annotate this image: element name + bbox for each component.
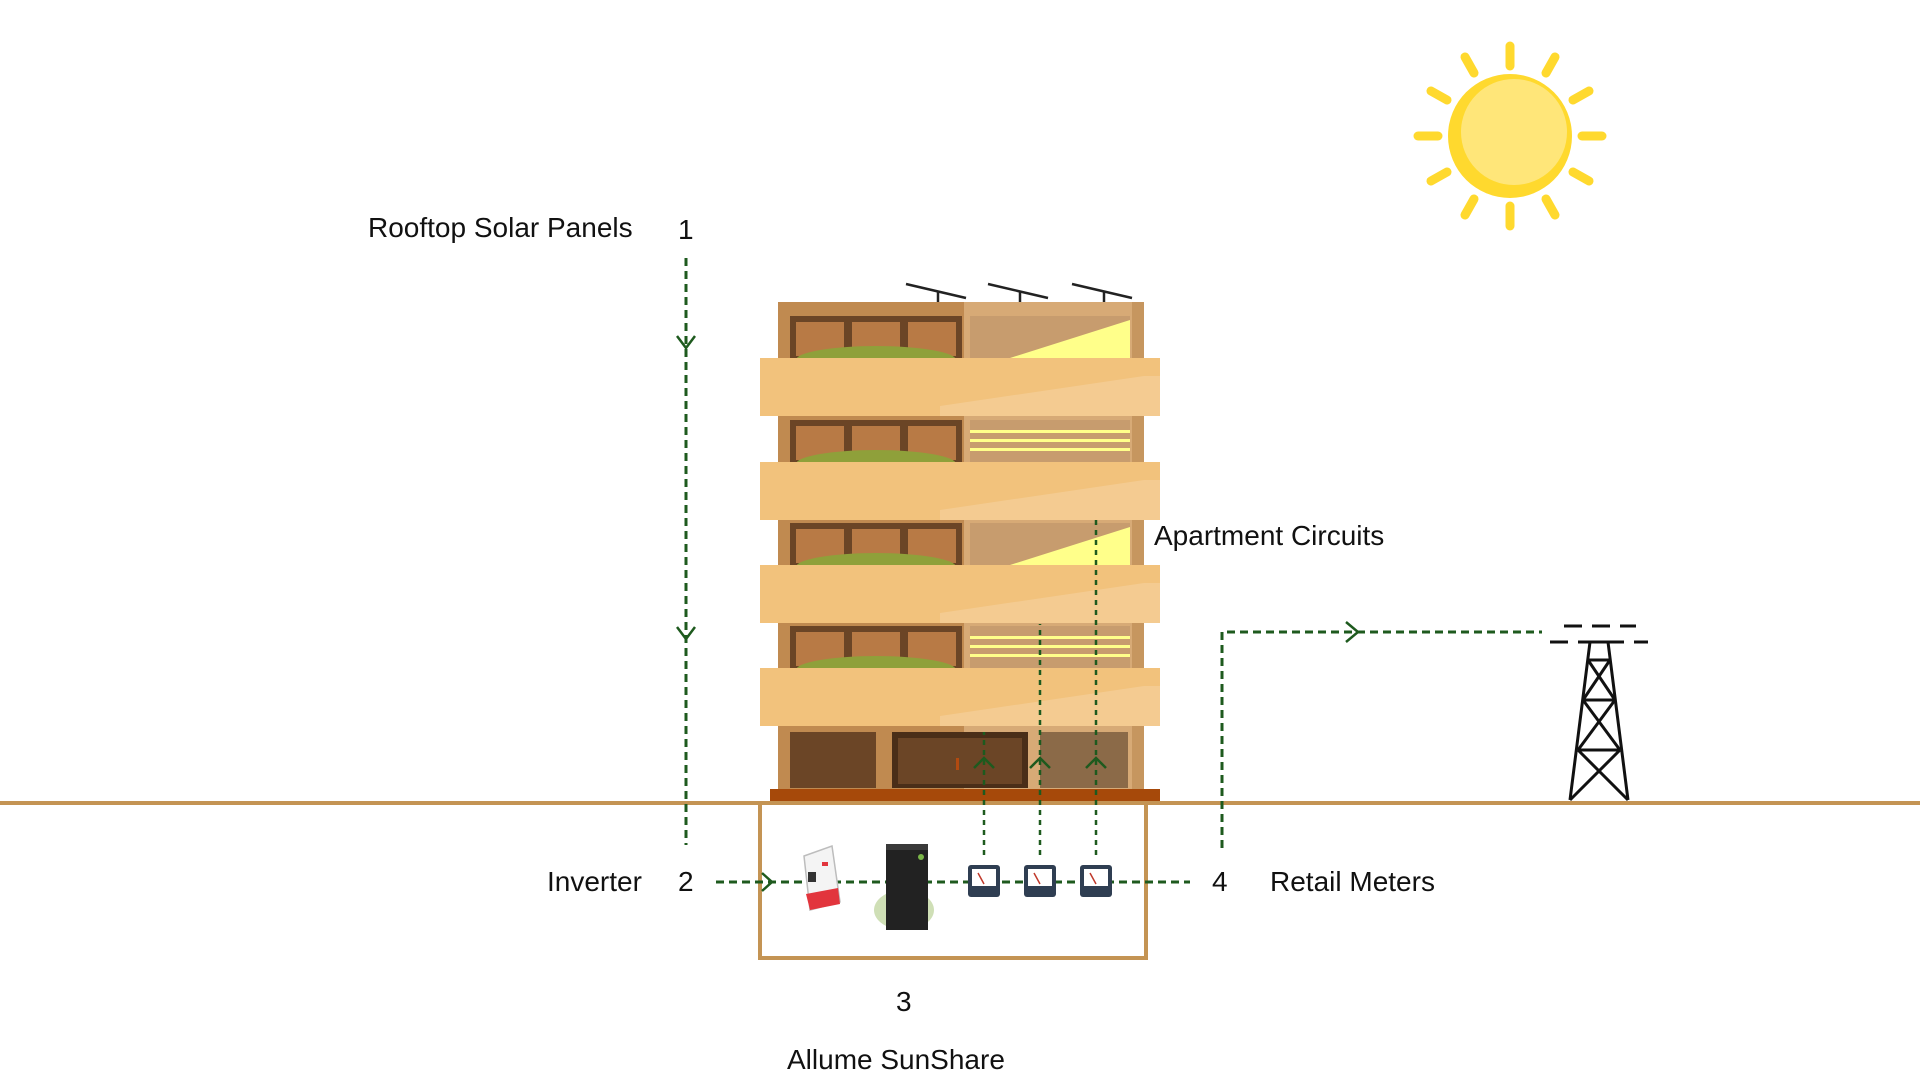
step-2-label: 2 — [678, 866, 694, 897]
apartment-circuits-label: Apartment Circuits — [1154, 520, 1385, 551]
meter-icon — [1024, 865, 1056, 897]
inverter-label: Inverter — [547, 866, 642, 897]
battery-icon — [874, 844, 934, 930]
step-1-label: 1 — [678, 214, 694, 245]
power-pylon-icon — [1550, 624, 1648, 802]
step-4-label: 4 — [1212, 866, 1228, 897]
meter-icon — [968, 865, 1000, 897]
grid-export-arrow — [1345, 621, 1360, 643]
allume-sunshare-label: Allume SunShare — [787, 1044, 1005, 1075]
circuit-flow-arrows — [973, 756, 1107, 769]
grid-export-line — [1220, 630, 1542, 848]
solar-panel-icon — [905, 282, 1133, 303]
apartment-building — [760, 302, 1160, 801]
retail-meters-label: Retail Meters — [1270, 866, 1435, 897]
meter-icon — [1080, 865, 1112, 897]
solar-flow-arrows — [676, 335, 696, 642]
inverter-icon — [803, 844, 841, 911]
inverter-flow-arrow — [761, 872, 774, 892]
step-3-label: 3 — [896, 986, 912, 1017]
circuit-flow-lines — [982, 520, 1098, 855]
rooftop-solar-label: Rooftop Solar Panels — [368, 212, 633, 243]
sun-icon — [1413, 41, 1607, 231]
